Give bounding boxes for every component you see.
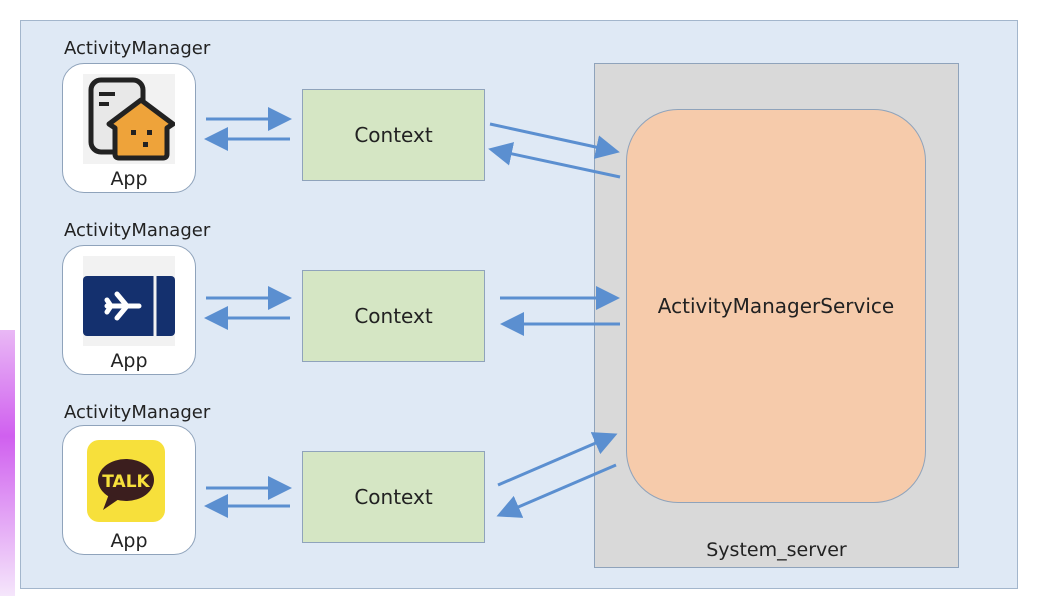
context-box: Context [302,89,485,181]
system-server-label: System_server [706,539,847,561]
service-label: ActivityManagerService [657,294,895,318]
arrow-service-to-context [496,463,617,518]
activity-manager-label: ActivityManager [64,402,211,423]
activity-manager-service-box: ActivityManagerService [626,109,926,503]
app-label: App [110,350,148,372]
app-box: App [62,245,196,375]
talk-text: TALK [102,472,150,492]
kakaotalk-icon: TALK [87,440,165,522]
decorative-strip [0,330,15,596]
app-box: TALK App [62,425,196,555]
app-box: App [62,63,196,193]
activity-manager-label: ActivityManager [64,38,211,59]
house-app-icon [83,74,175,164]
context-label: Context [354,304,433,328]
context-box: Context [302,451,485,543]
airplane-ticket-icon [83,256,175,346]
app-label: App [110,530,148,552]
arrow-context-to-service [489,122,620,159]
context-box: Context [302,270,485,362]
arrow-service-to-context [488,142,621,179]
context-label: Context [354,485,433,509]
context-label: Context [354,123,433,147]
app-label: App [110,168,148,190]
activity-manager-label: ActivityManager [64,220,211,241]
arrow-context-to-service [497,432,618,487]
